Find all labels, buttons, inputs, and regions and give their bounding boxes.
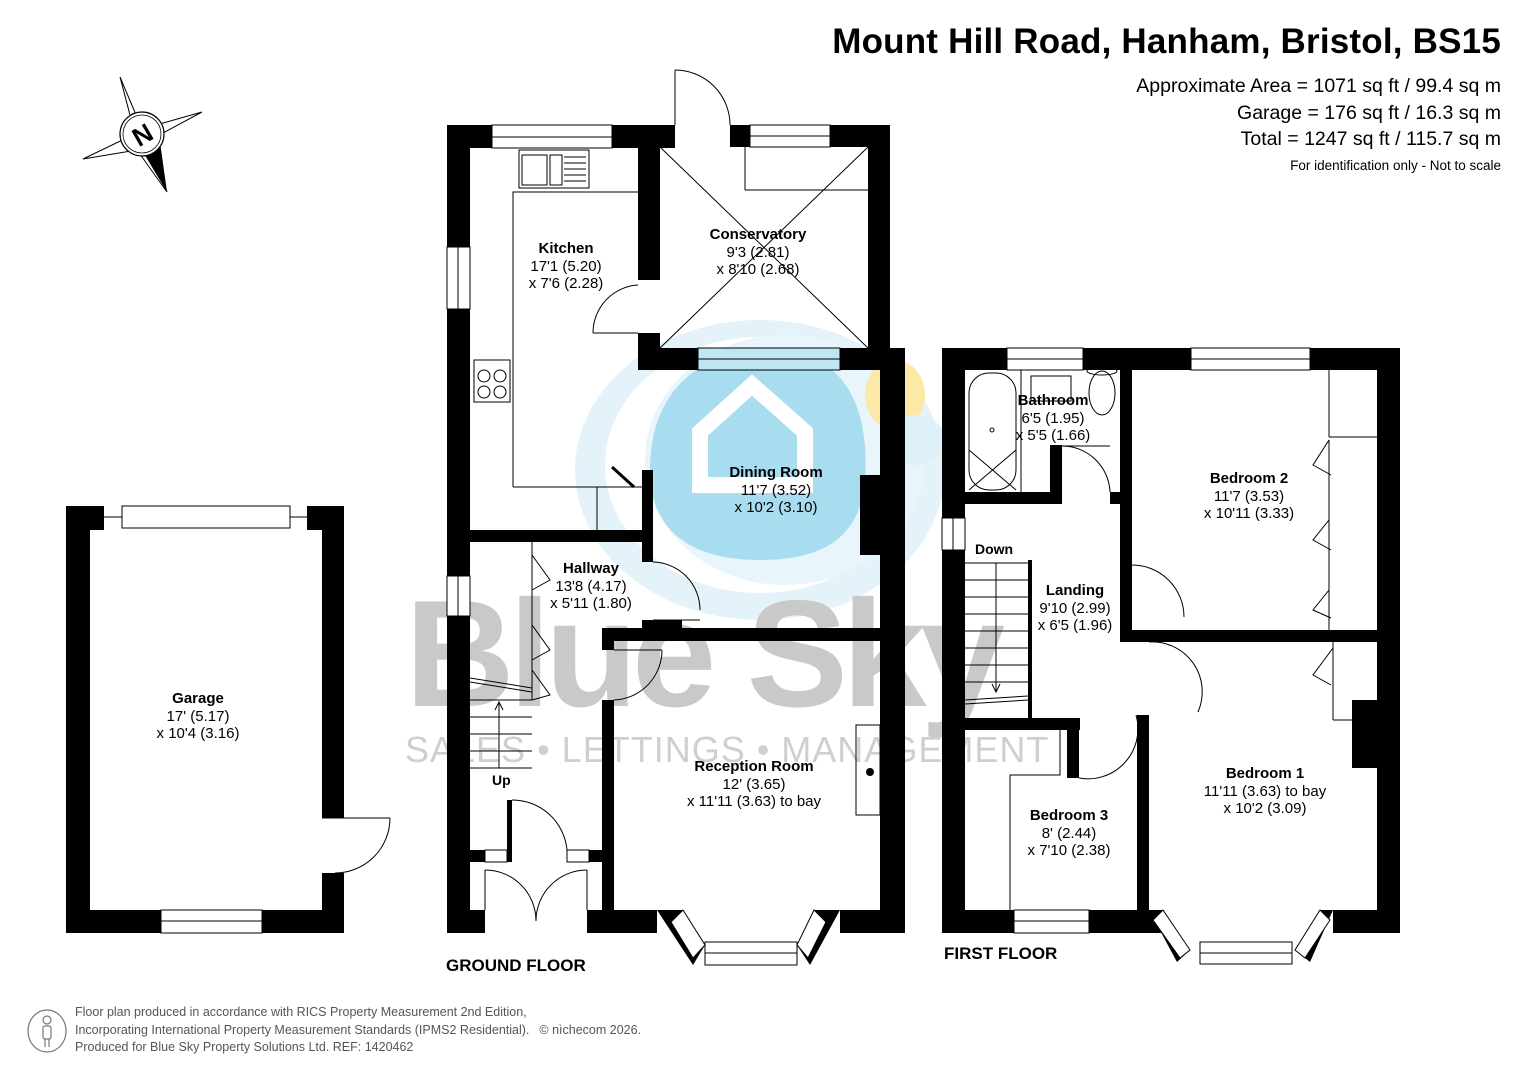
stairs-down-label: Down <box>975 541 1014 557</box>
footer-credits: Floor plan produced in accordance with R… <box>75 1004 641 1057</box>
room-bathroom: Bathroom 6'5 (1.95) x 5'5 (1.66) <box>1015 392 1091 444</box>
footer-line-2: Incorporating International Property Mea… <box>75 1022 530 1037</box>
footer-line-3: Produced for Blue Sky Property Solutions… <box>75 1040 414 1054</box>
footer-line-1: Floor plan produced in accordance with R… <box>75 1005 527 1019</box>
room-bedroom-1: Bedroom 1 11'11 (3.63) to bay x 10'2 (3.… <box>1203 765 1327 817</box>
garage-area: Garage = 176 sq ft / 16.3 sq m <box>1237 102 1501 124</box>
ground-floor-label: GROUND FLOOR <box>446 956 586 975</box>
room-bedroom-2: Bedroom 2 11'7 (3.53) x 10'11 (3.33) <box>1203 470 1295 522</box>
property-title: Mount Hill Road, Hanham, Bristol, BS15 <box>832 22 1501 61</box>
person-icon <box>27 1009 67 1053</box>
room-conservatory: Conservatory 9'3 (2.81) x 8'10 (2.68) <box>709 226 807 278</box>
room-hallway: Hallway 13'8 (4.17) x 5'11 (1.80) <box>550 560 632 612</box>
watermark-tagline: SALES • LETTINGS • MANAGEMENT <box>405 729 1050 770</box>
room-dining-room: Dining Room 11'7 (3.52) x 10'2 (3.10) <box>729 464 823 516</box>
approximate-area: Approximate Area = 1071 sq ft / 99.4 sq … <box>1136 75 1501 97</box>
compass-rose-icon: N <box>82 76 203 193</box>
disclaimer-note: For identification only - Not to scale <box>1290 158 1501 173</box>
copyright: © nìchecom 2026. <box>539 1022 642 1037</box>
stairs-up-label: Up <box>492 772 511 788</box>
first-floor-label: FIRST FLOOR <box>944 944 1058 963</box>
room-bedroom-3: Bedroom 3 8' (2.44) x 7'10 (2.38) <box>1027 807 1111 859</box>
watermark-brand: Blue Sky <box>405 569 1005 739</box>
room-kitchen: Kitchen 17'1 (5.20) x 7'6 (2.28) <box>528 240 604 292</box>
room-garage: Garage 17' (5.17) x 10'4 (3.16) <box>156 690 240 742</box>
room-reception-room: Reception Room 12' (3.65) x 11'11 (3.63)… <box>686 758 822 810</box>
total-area: Total = 1247 sq ft / 115.7 sq m <box>1240 128 1501 150</box>
room-landing: Landing 9'10 (2.99) x 6'5 (1.96) <box>1037 582 1113 634</box>
